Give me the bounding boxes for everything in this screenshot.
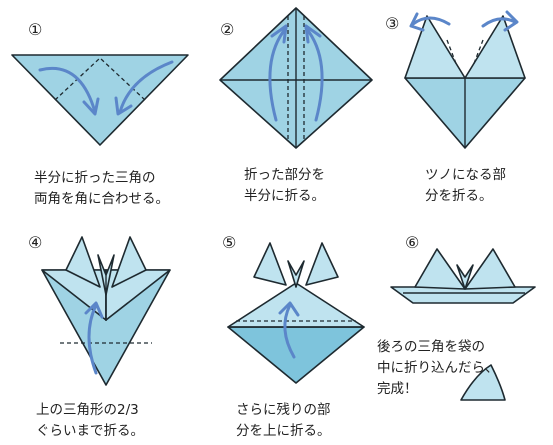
fold-line-left (446, 39, 458, 67)
step-3-caption: ツノになる部 分を折る。 (425, 167, 506, 204)
left-flap (404, 15, 466, 79)
step-3-number: ③ (385, 14, 400, 33)
right-flap (464, 15, 526, 79)
fold-arrow-left (268, 26, 288, 122)
folded-triangle (11, 54, 189, 146)
step-5-number: ⑤ (222, 233, 237, 252)
step-5-caption: さらに残りの部 分を上に折る。 (236, 402, 331, 439)
step-6-number: ⑥ (405, 233, 420, 252)
step-4-fold-diagram (41, 236, 171, 386)
step-4: ④ 上の三角形の2/3 ぐらいまで折る。 (0, 225, 195, 445)
right-horn (111, 236, 147, 288)
fold-arrow-right (481, 17, 517, 28)
left-horn (253, 242, 287, 286)
fold-arrow-left (411, 16, 451, 26)
step-6-kabuto-result (390, 248, 536, 401)
right-horn (305, 242, 339, 286)
step-4-number: ④ (28, 233, 43, 252)
left-horn (414, 248, 466, 290)
step-1-number: ① (28, 20, 43, 39)
step-5-fold-diagram (227, 242, 365, 384)
step-1: ① 半分に折った三角の 両角を角に合わせる。 (0, 0, 189, 220)
step-5: ⑤ さらに残りの部 分を上に折る。 (200, 225, 375, 445)
left-horn (65, 236, 101, 288)
right-horn (464, 248, 516, 290)
lower-triangle (227, 326, 365, 384)
next-figure-peek (460, 364, 506, 401)
step-2-fold-diagram (219, 7, 373, 149)
step-1-caption: 半分に折った三角の 両角を角に合わせる。 (34, 170, 169, 207)
fold-line-right (472, 39, 484, 67)
step-3-fold-diagram (404, 10, 526, 149)
fold-arrow (283, 303, 296, 359)
helmet-brim (390, 286, 536, 304)
step-2: ② 折った部分を 半分に折る。 (200, 0, 373, 220)
step-2-number: ② (220, 20, 235, 39)
fold-arrow-right (304, 26, 324, 122)
step-4-caption: 上の三角形の2/3 ぐらいまで折る。 (36, 402, 144, 439)
step-2-caption: 折った部分を 半分に折る。 (244, 167, 325, 204)
fold-arrow-left (38, 66, 97, 114)
fold-arrow-right (118, 60, 174, 114)
step-3: ③ ツノになる部 分を折る。 (375, 0, 553, 220)
step-6: ⑥ 後ろの三角を袋の 中に折り込んだら、 完成！ (375, 225, 553, 445)
step-1-fold-diagram (11, 54, 189, 146)
step-6-caption: 後ろの三角を袋の 中に折り込んだら、 完成！ (377, 339, 499, 397)
fold-arrow (87, 303, 98, 375)
